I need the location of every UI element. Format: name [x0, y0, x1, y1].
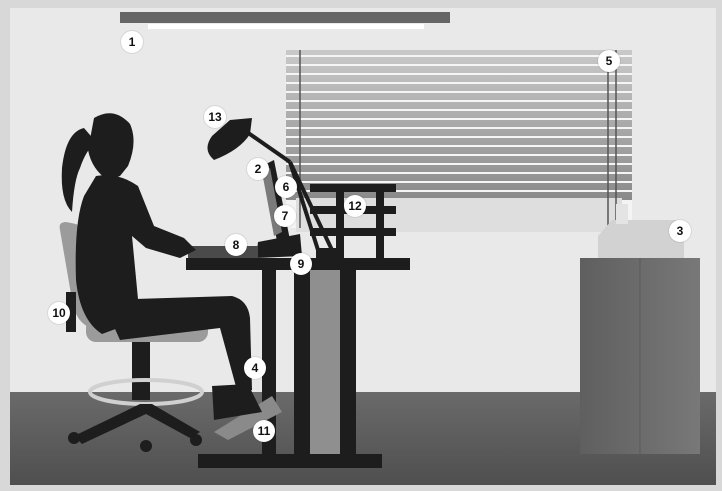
marker-4: 4	[244, 357, 266, 379]
marker-10: 10	[48, 302, 70, 324]
marker-7: 7	[274, 205, 296, 227]
ceiling-light	[120, 12, 450, 23]
marker-2: 2	[247, 158, 269, 180]
marker-6: 6	[275, 176, 297, 198]
marker-13: 13	[204, 106, 226, 128]
marker-12: 12	[344, 195, 366, 217]
marker-5: 5	[598, 50, 620, 72]
marker-11: 11	[253, 420, 275, 442]
keyboard	[188, 246, 258, 258]
marker-1: 1	[121, 31, 143, 53]
marker-9: 9	[290, 253, 312, 275]
marker-8: 8	[225, 234, 247, 256]
marker-3: 3	[669, 220, 691, 242]
ceiling-light-glow	[148, 24, 424, 29]
